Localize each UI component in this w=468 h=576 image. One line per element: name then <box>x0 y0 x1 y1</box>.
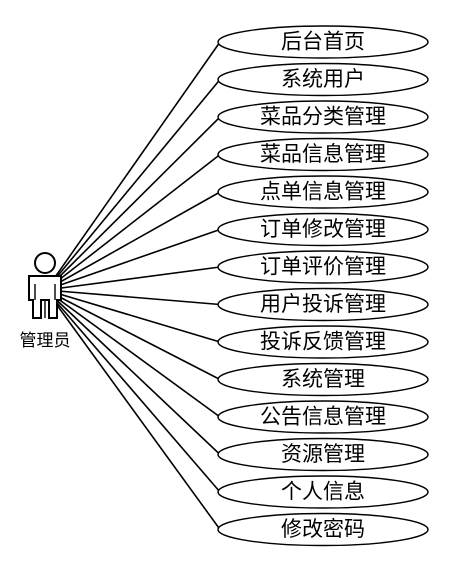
use-case: 菜品分类管理 <box>217 100 429 134</box>
use-case-label: 订单评价管理 <box>260 255 386 279</box>
use-case-label: 菜品分类管理 <box>260 105 386 129</box>
association-line <box>45 289 221 456</box>
actor-label: 管理员 <box>20 331 71 351</box>
association-line <box>45 78 221 291</box>
use-case-label: 后台首页 <box>281 30 365 54</box>
use-case-ellipse <box>217 400 429 434</box>
use-case-ellipse <box>217 62 429 97</box>
use-case-ellipse <box>217 137 429 172</box>
actor-head <box>34 252 56 274</box>
association-line <box>45 191 221 291</box>
use-case-ellipse <box>217 362 429 397</box>
use-case: 公告信息管理 <box>217 400 429 434</box>
association-lines <box>45 41 221 530</box>
use-case: 系统管理 <box>217 362 429 397</box>
use-case-label: 资源管理 <box>281 442 365 466</box>
actor: 管理员 <box>20 252 71 351</box>
use-case-label: 菜品信息管理 <box>260 142 386 166</box>
use-case: 系统用户 <box>217 62 429 97</box>
association-line <box>45 289 221 343</box>
association-line <box>45 41 221 291</box>
use-case-ellipse <box>217 100 429 134</box>
use-case-label: 个人信息 <box>281 480 365 504</box>
use-case-label: 点单信息管理 <box>260 180 386 204</box>
use-case-ellipse <box>217 212 429 247</box>
use-case-ellipse <box>217 25 429 59</box>
use-case: 资源管理 <box>217 437 429 472</box>
use-case-label: 投诉反馈管理 <box>260 330 386 354</box>
use-case: 点单信息管理 <box>217 175 429 209</box>
association-line <box>45 228 221 291</box>
use-case: 修改密码 <box>217 512 429 547</box>
use-case-ellipse <box>217 250 429 284</box>
use-case-ellipse <box>217 437 429 472</box>
use-case-list: 后台首页系统用户菜品分类管理菜品信息管理点单信息管理订单修改管理订单评价管理用户… <box>217 25 429 547</box>
association-line <box>45 289 221 530</box>
association-line <box>45 266 221 291</box>
use-case-label: 系统用户 <box>281 67 365 91</box>
association-line <box>45 289 221 381</box>
use-case-label: 修改密码 <box>281 517 365 541</box>
use-case: 菜品信息管理 <box>217 137 429 172</box>
use-case: 用户投诉管理 <box>217 287 429 322</box>
use-case: 个人信息 <box>217 475 429 509</box>
use-case: 订单修改管理 <box>217 212 429 247</box>
actor-figure-icon <box>28 252 62 319</box>
use-case-label: 公告信息管理 <box>260 405 386 429</box>
use-case-ellipse <box>217 287 429 322</box>
association-line <box>45 289 221 418</box>
use-case-ellipse <box>217 475 429 509</box>
use-case-label: 系统管理 <box>281 367 365 391</box>
actor-body <box>28 275 62 319</box>
association-line <box>45 153 221 291</box>
use-case-label: 订单修改管理 <box>260 217 386 241</box>
association-line <box>45 289 221 493</box>
use-case: 投诉反馈管理 <box>217 325 429 359</box>
use-case: 订单评价管理 <box>217 250 429 284</box>
use-case-ellipse <box>217 175 429 209</box>
use-case-ellipse <box>217 512 429 547</box>
use-case: 后台首页 <box>217 25 429 59</box>
use-case-ellipse <box>217 325 429 359</box>
association-line <box>45 289 221 306</box>
association-line <box>45 116 221 291</box>
use-case-label: 用户投诉管理 <box>260 292 386 316</box>
